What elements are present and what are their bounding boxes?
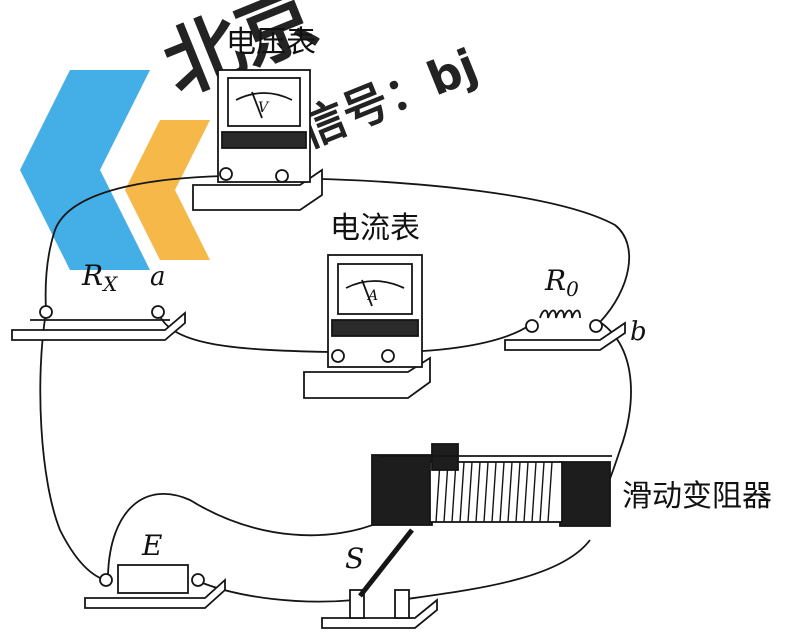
power-source-label: E <box>141 529 162 562</box>
resistor-r0-terminal-left <box>525 319 539 333</box>
wire-a-ammeter <box>157 311 331 353</box>
wire-voltmeter-r0 <box>281 177 631 323</box>
switch-blade <box>358 528 414 598</box>
wire-voltmeter-rx <box>44 175 225 311</box>
point-a-label: a <box>150 262 166 292</box>
switch-post-right <box>394 589 410 619</box>
resistor-r0-base <box>504 321 626 351</box>
resistor-r0-terminal-right <box>589 319 603 333</box>
ammeter-panel <box>331 319 419 337</box>
resistor-r0-label-main: R <box>544 264 566 297</box>
voltmeter-face <box>227 77 301 127</box>
resistor-rx-label-main: R <box>81 259 103 292</box>
resistor-rx <box>11 305 186 341</box>
voltmeter-face-label: V <box>258 100 270 116</box>
resistor-rx-label: RX <box>81 259 118 296</box>
resistor-rx-board <box>11 311 186 341</box>
wire-switch-rheostat <box>399 539 591 601</box>
switch-post-left <box>349 589 365 619</box>
resistor-rx-terminal-a <box>151 305 165 319</box>
power-source <box>84 564 226 609</box>
voltmeter-base <box>192 168 323 211</box>
ammeter-terminal-left <box>331 349 345 363</box>
ammeter-needle <box>361 279 373 307</box>
ammeter-label: 电流表 <box>330 211 420 246</box>
rheostat-slider <box>431 443 459 471</box>
wire-rheostat-battery <box>107 493 386 576</box>
voltmeter: V <box>192 69 323 211</box>
resistor-rx-label-sub: X <box>101 272 118 296</box>
watermark-logo-blue <box>20 70 150 270</box>
rheostat-left-end <box>371 454 433 526</box>
rheostat-right-end <box>559 461 611 527</box>
voltmeter-label: 电压表 <box>226 25 316 60</box>
switch-label: S <box>345 542 364 575</box>
wire-rx-battery <box>39 311 106 581</box>
ammeter-face-label: A <box>366 288 378 304</box>
watermark-logo-orange <box>125 120 210 260</box>
resistor-r0-label: R0 <box>544 264 579 301</box>
power-source-terminal-left <box>99 573 113 587</box>
voltmeter-needle <box>251 91 263 119</box>
resistor-r0-coil <box>539 309 581 319</box>
rheostat-coil-turns <box>435 461 553 523</box>
point-b-label: b <box>630 317 647 347</box>
ammeter-scale <box>345 280 405 289</box>
voltmeter-terminal-left <box>219 167 233 181</box>
ammeter-terminal-right <box>381 349 395 363</box>
power-source-base <box>84 577 226 609</box>
voltmeter-panel <box>221 131 307 149</box>
switch <box>321 528 438 629</box>
voltmeter-terminal-right <box>275 169 289 183</box>
resistor-rx-terminal-left <box>39 305 53 319</box>
voltmeter-scale <box>235 92 293 101</box>
ammeter: A <box>303 254 431 399</box>
resistor-r0-label-sub: 0 <box>566 277 579 301</box>
power-source-terminal-right <box>191 573 205 587</box>
rheostat-label: 滑动变阻器 <box>622 479 772 514</box>
resistor-r0 <box>504 309 626 351</box>
switch-base <box>321 598 438 629</box>
power-source-cell <box>117 564 189 594</box>
ammeter-base <box>303 356 431 399</box>
rheostat <box>371 443 612 527</box>
wire-battery-switch <box>199 581 356 603</box>
ammeter-face <box>337 263 413 315</box>
